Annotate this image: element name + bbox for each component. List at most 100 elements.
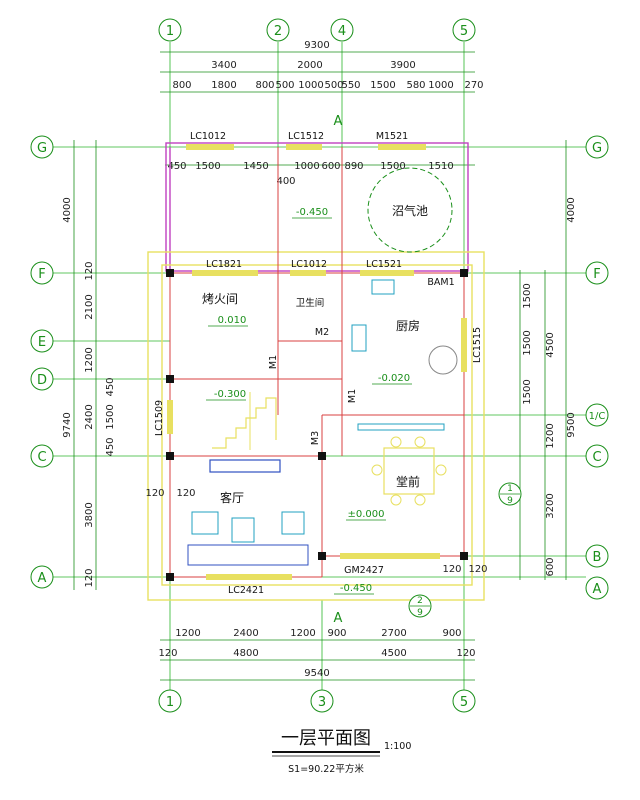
- dim-right-4000: 4000: [566, 197, 577, 222]
- dim-bottom-120a: 120: [158, 648, 177, 659]
- door-m1-b: M1: [347, 389, 358, 403]
- dim-bottom-900b: 900: [442, 628, 461, 639]
- axis-top-4: 4: [338, 24, 346, 39]
- dim-top-fine-11: 270: [464, 80, 483, 91]
- dim-bottom-120b: 120: [456, 648, 475, 659]
- detail-marks: [408, 482, 522, 618]
- room-living: 客厅: [220, 490, 244, 505]
- dim-left-450a: 450: [105, 377, 116, 396]
- dim-top-total: 9300: [304, 40, 329, 51]
- door-m3: M3: [310, 431, 321, 445]
- column-markers: [166, 269, 468, 581]
- axis-top-5: 5: [460, 24, 468, 39]
- stair-symbol: [212, 392, 277, 450]
- room-kitchen: 厨房: [396, 318, 420, 333]
- section-a-bottom: A: [334, 611, 343, 626]
- dim-top-fine-8: 1500: [370, 80, 395, 91]
- dim-right-4500: 4500: [545, 332, 556, 357]
- detail-1-sheet: 9: [507, 496, 513, 506]
- dim-right-1500b: 1500: [522, 330, 533, 355]
- dim-top-fine-4: 500: [275, 80, 294, 91]
- dim-right-1200: 1200: [545, 423, 556, 448]
- dim-top-fine-5: 1000: [298, 80, 323, 91]
- axis-right-g: G: [592, 141, 602, 156]
- dim-left-2100: 2100: [84, 294, 95, 319]
- drawing-title: 一层平面图: [281, 728, 371, 749]
- axis-bottom-1: 1: [166, 695, 174, 710]
- dim-top-mid-2: 2000: [297, 60, 322, 71]
- dim-bottom-4800: 4800: [233, 648, 258, 659]
- window-bam1: BAM1: [427, 277, 454, 288]
- axis-right-b: B: [593, 550, 602, 565]
- dim-top-fine-1: 800: [172, 80, 191, 91]
- dim-win-6: 890: [344, 161, 363, 172]
- right-axis-bubbles: [519, 135, 609, 600]
- window-m1521: M1521: [376, 131, 408, 142]
- dim-bottom-total: 9540: [304, 668, 329, 679]
- dim-top-fine-3: 800: [255, 80, 274, 91]
- room-hall: 堂前: [396, 474, 420, 489]
- axis-bottom-5: 5: [460, 695, 468, 710]
- building-outline: [147, 142, 485, 601]
- bottom-axis-bubbles: [158, 689, 476, 713]
- dim-left-450b: 450: [105, 437, 116, 456]
- dim-left-120-b: 120: [176, 488, 195, 499]
- living-furniture: [187, 459, 309, 566]
- dim-top-fine-6: 500: [324, 80, 343, 91]
- level-outside: -0.450: [340, 583, 372, 594]
- top-dimensions: [160, 51, 475, 166]
- left-axis-bubbles: [30, 135, 97, 590]
- dim-top-mid-3: 3900: [390, 60, 415, 71]
- dim-right-1500a: 1500: [522, 283, 533, 308]
- window-lc1509: LC1509: [154, 400, 165, 436]
- top-axis-bubbles: [158, 18, 476, 42]
- axis-left-g: G: [37, 141, 47, 156]
- dim-bottom-900a: 900: [327, 628, 346, 639]
- axis-left-d: D: [37, 373, 47, 388]
- level-biogas: -0.450: [296, 207, 328, 218]
- dim-left-4000: 4000: [62, 197, 73, 222]
- level-markers: [206, 217, 412, 595]
- dim-top-mid-1: 3400: [211, 60, 236, 71]
- axis-right-c: C: [592, 450, 601, 465]
- window-lc1521: LC1521: [366, 259, 402, 270]
- axis-right-f: F: [593, 267, 600, 282]
- window-lc2421: LC2421: [228, 585, 264, 596]
- window-lc1512: LC1512: [288, 131, 324, 142]
- room-roasting: 烤火间: [202, 291, 238, 306]
- dim-win-2: 1500: [195, 161, 220, 172]
- window-lc1012-b: LC1012: [291, 259, 327, 270]
- dim-top-fine-10: 1000: [428, 80, 453, 91]
- dim-top-fine-9: 580: [406, 80, 425, 91]
- kitchen-fixtures: [351, 279, 458, 431]
- dim-left-1200: 1200: [84, 347, 95, 372]
- dim-bottom-4500: 4500: [381, 648, 406, 659]
- axis-left-f: F: [38, 267, 45, 282]
- window-lc1821: LC1821: [206, 259, 242, 270]
- dim-right-600: 600: [545, 557, 556, 576]
- dim-win-4: 1000: [294, 161, 319, 172]
- dim-left-2400: 2400: [84, 404, 95, 429]
- top-windows: [167, 144, 467, 580]
- section-a-top: A: [334, 114, 343, 129]
- dim-left-1500: 1500: [105, 404, 116, 429]
- axis-right-a: A: [593, 582, 602, 597]
- dim-top-fine-7: 550: [341, 80, 360, 91]
- dim-right-1500c: 1500: [522, 379, 533, 404]
- dim-bottom-2400: 2400: [233, 628, 258, 639]
- door-m1-a: M1: [268, 355, 279, 369]
- dim-top-fine-2: 1800: [211, 80, 236, 91]
- door-m2: M2: [315, 327, 329, 338]
- dim-left-9740: 9740: [62, 412, 73, 437]
- drawing-area: S1=90.22平方米: [288, 763, 364, 775]
- room-toilet: 卫生间: [296, 297, 325, 309]
- dim-win-7: 1500: [380, 161, 405, 172]
- dim-right-120-a: 120: [442, 564, 461, 575]
- dim-bottom-1200a: 1200: [175, 628, 200, 639]
- level-kitchen: -0.020: [378, 373, 410, 384]
- biogas-tank-shape: [367, 167, 453, 253]
- level-hall: ±0.000: [347, 509, 384, 520]
- dim-win-1: 450: [167, 161, 186, 172]
- dim-right-9500: 9500: [566, 412, 577, 437]
